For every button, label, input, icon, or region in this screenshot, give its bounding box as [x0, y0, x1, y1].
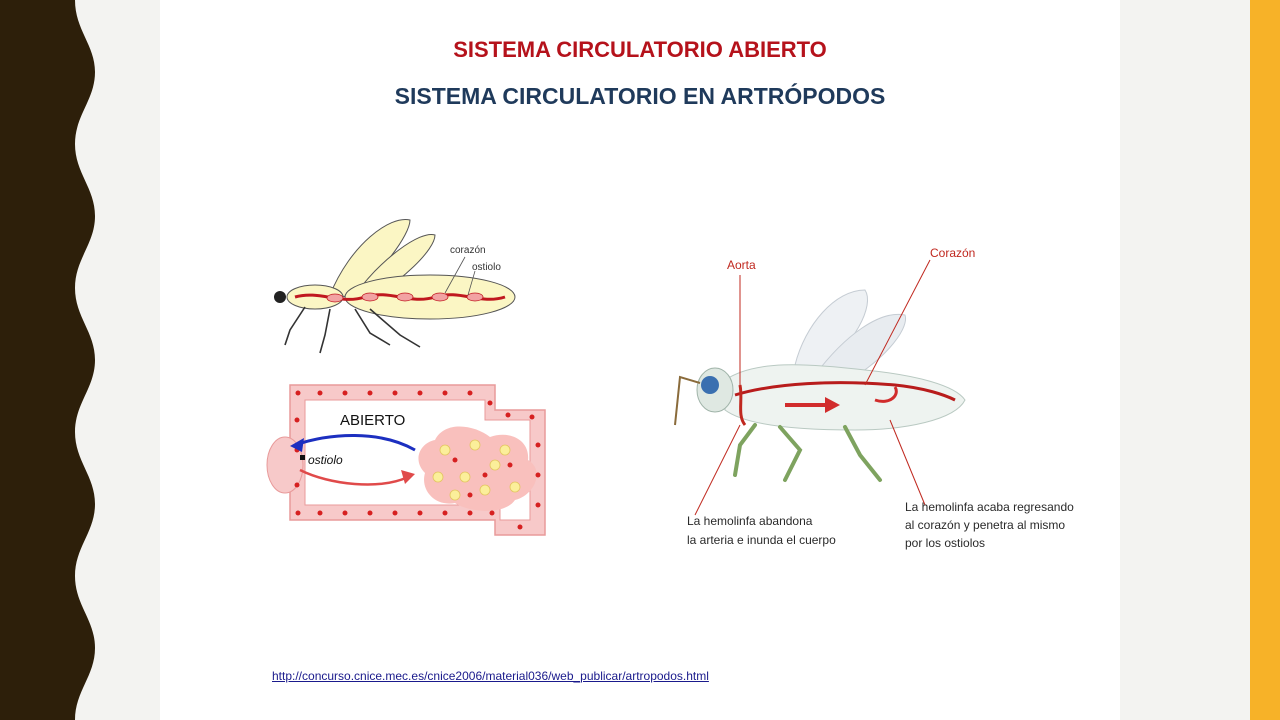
- slide-title: SISTEMA CIRCULATORIO ABIERTO: [453, 37, 827, 62]
- open-circulation-diagram: ABIERTO ostiolo: [266, 384, 546, 536]
- label-heart-right: Corazón: [930, 246, 975, 260]
- open-circulation-illustration: corazón ostiolo: [266, 218, 546, 536]
- label-ostiole: ostiolo: [472, 262, 501, 273]
- caption-left-line1: La hemolinfa abandona: [687, 514, 813, 528]
- aorta-front: [738, 384, 747, 426]
- arthropod-circulation-illustration: Aorta Corazón La hemolinfa abandona la a…: [674, 246, 1074, 550]
- decorative-yellow-band: [1250, 0, 1280, 720]
- insect-eye: [274, 291, 286, 303]
- label-open: ABIERTO: [340, 412, 405, 429]
- decorative-wavy-band: [0, 0, 95, 720]
- caption-left-line2: la arteria e inunda el cuerpo: [687, 533, 836, 547]
- insect-eye: [701, 376, 719, 394]
- insect-body: [724, 364, 966, 431]
- label-heart: corazón: [450, 245, 486, 256]
- heart-vessel: [734, 381, 956, 402]
- label-ostiole-diagram: ostiolo: [308, 453, 343, 467]
- source-link[interactable]: http://concurso.cnice.mec.es/cnice2006/m…: [272, 669, 709, 683]
- caption-right-line1: La hemolinfa acaba regresando: [905, 500, 1074, 514]
- caption-right-line3: por los ostiolos: [905, 536, 985, 550]
- slide-subtitle: SISTEMA CIRCULATORIO EN ARTRÓPODOS: [394, 83, 886, 109]
- caption-right-line2: al corazón y penetra al mismo: [905, 518, 1065, 532]
- label-aorta: Aorta: [727, 258, 756, 272]
- slide-content-panel: [160, 0, 1120, 720]
